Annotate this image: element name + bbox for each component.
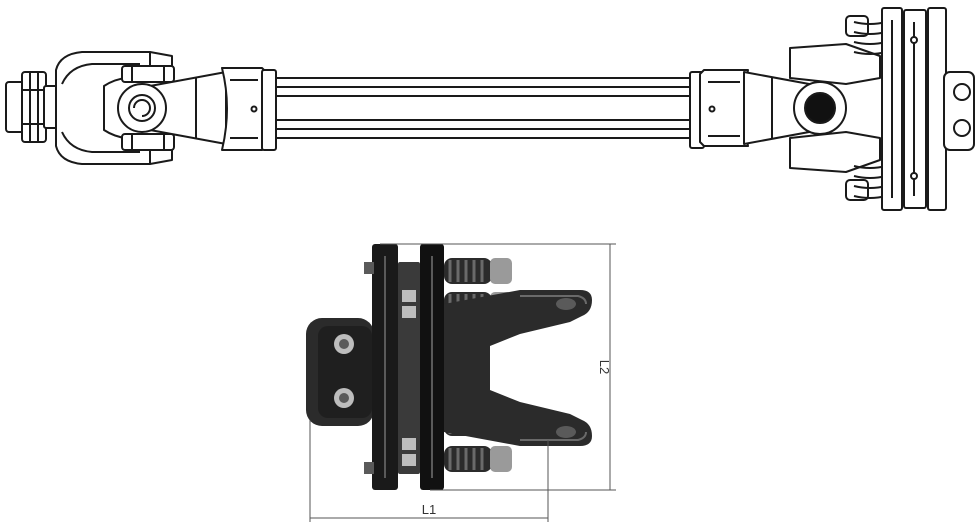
pto-shaft-drawing [5, 7, 975, 211]
right-inner-yoke [743, 71, 847, 145]
clutch-plates [364, 244, 444, 490]
dimension-label-l2: L2 [597, 360, 612, 374]
right-shaft-collar [689, 69, 749, 149]
spring-top [444, 258, 512, 284]
clutch-hub [306, 318, 374, 426]
left-shaft-collar [221, 67, 277, 151]
left-outer-yoke [55, 51, 173, 165]
left-splined-hub [5, 71, 59, 143]
clutch-yoke [444, 290, 592, 446]
dimension-label-l1: L1 [422, 502, 436, 517]
left-cross-journal [121, 65, 175, 151]
telescopic-tube [275, 77, 691, 139]
dimension-lines [309, 243, 616, 522]
right-flange-hub [943, 71, 975, 151]
right-clutch-springs [845, 15, 887, 201]
spring-bottom [444, 446, 512, 472]
right-clutch-plates [881, 7, 947, 211]
friction-clutch-detail [306, 244, 592, 490]
right-outer-yoke [789, 43, 881, 173]
